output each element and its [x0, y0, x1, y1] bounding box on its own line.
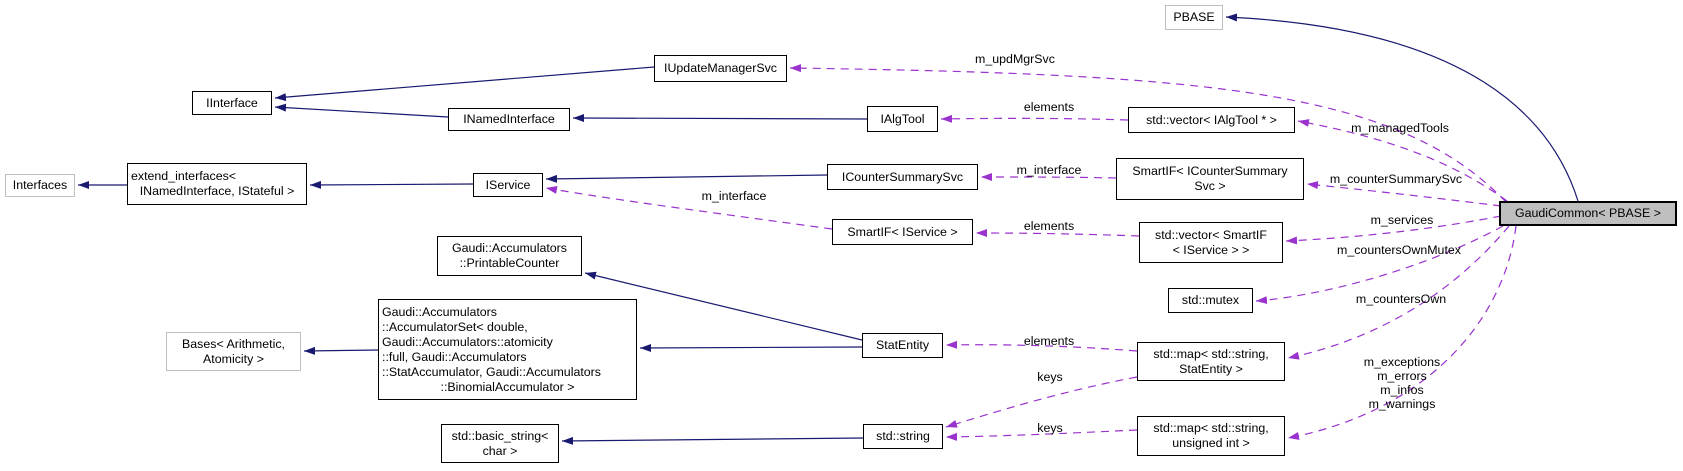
node-map-string-unsigned-line1: std::map< std::string, — [1153, 421, 1269, 435]
node-accumulatorset-line3: Gaudi::Accumulators::atomicity — [382, 334, 553, 349]
edge-label-elements-algtools: elements — [1023, 100, 1075, 114]
node-accumulatorset[interactable]: Gaudi::Accumulators ::AccumulatorSet< do… — [378, 299, 637, 400]
node-std-string[interactable]: std::string — [863, 424, 943, 449]
edge-label-keys-statentity: keys — [1037, 370, 1063, 384]
edge-label-elements-counters: elements — [1023, 334, 1075, 348]
edge-statentity-to-accumulatorset — [639, 343, 863, 352]
node-accumulatorset-line6: ::BinomialAccumulator > — [440, 379, 575, 394]
node-accumulatorset-line2: ::AccumulatorSet< double, — [382, 319, 528, 334]
edge-label-m-interface-service: m_interface — [701, 189, 767, 203]
node-extend-interfaces[interactable]: extend_interfaces< INamedInterface, ISta… — [127, 163, 307, 205]
node-extend-interfaces-line1: extend_interfaces< — [131, 169, 237, 183]
node-map-string-unsigned-line2: unsigned int > — [1172, 436, 1250, 450]
node-vector-ialgtool[interactable]: std::vector< IAlgTool * > — [1128, 107, 1295, 133]
node-accumulatorset-line4: ::full, Gaudi::Accumulators — [382, 349, 527, 364]
edge-gaudicommon-to-iupdatemanagersvc — [789, 64, 1507, 203]
node-inamedinterface[interactable]: INamedInterface — [448, 108, 570, 131]
edge-gaudicommon-to-vectorsmartif — [1285, 215, 1502, 245]
node-vector-smartif-iservice-line1: std::vector< SmartIF — [1155, 227, 1267, 242]
edge-icountersummarysvc-to-iservice — [545, 174, 828, 183]
node-bases-line1: Bases< Arithmetic, — [182, 336, 285, 351]
node-map-string-statentity-line1: std::map< std::string, — [1153, 346, 1269, 361]
node-map-string-statentity[interactable]: std::map< std::string, StatEntity > — [1137, 342, 1285, 381]
edge-label-m-interface-counter: m_interface — [1016, 163, 1082, 177]
edge-label-keys-unsigned: keys — [1037, 421, 1063, 435]
edge-inamedinterface-to-iinterface — [274, 103, 449, 118]
edge-accumulatorset-to-bases — [303, 346, 379, 355]
edge-statentity-to-printablecounter — [584, 271, 863, 341]
edge-mapstatentity-to-statentity — [945, 340, 1138, 352]
edge-label-elements-services: elements — [1023, 219, 1075, 233]
node-printablecounter-line1: Gaudi::Accumulators — [451, 241, 567, 255]
node-pbase: PBASE — [1165, 5, 1223, 30]
node-iinterface[interactable]: IInterface — [192, 91, 272, 115]
edge-gaudicommon-to-smartificss — [1306, 181, 1502, 207]
edge-label-m-countersown: m_countersOwn — [1355, 292, 1447, 306]
node-gaudicommon: GaudiCommon< PBASE > — [1499, 201, 1677, 226]
edge-vectorsmartif-to-smartifiservice — [975, 229, 1140, 238]
edge-ialgtool-to-inamedinterface — [572, 114, 868, 123]
edge-label-m-updmgrsvc: m_updMgrSvc — [975, 52, 1055, 66]
node-printablecounter[interactable]: Gaudi::Accumulators ::PrintableCounter — [437, 236, 582, 276]
edge-iupdatemanagersvc-to-iinterface — [274, 66, 655, 102]
node-bases: Bases< Arithmetic, Atomicity > — [166, 332, 301, 371]
edge-stdstring-to-basicstring — [561, 436, 864, 445]
node-vector-smartif-iservice[interactable]: std::vector< SmartIF < IService > > — [1139, 222, 1283, 263]
node-bases-line2: Atomicity > — [203, 351, 264, 366]
node-extend-interfaces-line2: INamedInterface, IStateful > — [139, 184, 295, 198]
node-accumulatorset-line1: Gaudi::Accumulators — [382, 304, 498, 319]
node-icountersummarysvc[interactable]: ICounterSummarySvc — [827, 164, 978, 190]
node-vector-smartif-iservice-line2: < IService > > — [1172, 242, 1250, 257]
node-accumulatorset-line5: ::StatAccumulator, Gaudi::Accumulators — [382, 364, 601, 379]
edge-gaudicommon-to-pbase — [1225, 13, 1579, 202]
node-iservice[interactable]: IService — [473, 173, 543, 197]
edge-smartificss-to-icountersummarysvc — [980, 173, 1117, 182]
edge-label-m-countersummarysvc: m_counterSummarySvc — [1329, 172, 1463, 186]
edge-label-m-exceptions: m_exceptions — [1363, 355, 1441, 369]
edge-label-m-services: m_services — [1370, 213, 1434, 227]
node-basic-string-line1: std::basic_string< — [451, 428, 549, 443]
edge-label-m-warnings: m_warnings — [1368, 397, 1436, 411]
edge-iservice-to-extendinterfaces — [309, 180, 474, 189]
node-smartif-icountersummarysvc[interactable]: SmartIF< ICounterSummary Svc > — [1116, 158, 1304, 200]
node-ialgtool[interactable]: IAlgTool — [867, 106, 938, 132]
edge-label-member-group: m_exceptions m_errors m_infos m_warnings — [1364, 355, 1440, 411]
node-smartif-iservice[interactable]: SmartIF< IService > — [832, 219, 973, 245]
node-map-string-statentity-line2: StatEntity > — [1179, 361, 1243, 376]
node-statentity[interactable]: StatEntity — [862, 333, 943, 358]
node-basic-string[interactable]: std::basic_string< char > — [441, 424, 559, 463]
edge-gaudicommon-to-mutex — [1255, 225, 1504, 305]
node-interfaces: Interfaces — [5, 174, 75, 197]
edge-mapstatentity-to-stdstring — [945, 376, 1138, 428]
node-map-string-unsigned[interactable]: std::map< std::string, unsigned int > — [1137, 416, 1285, 456]
edge-smartifiservice-to-iservice — [545, 185, 833, 230]
node-basic-string-line2: char > — [482, 443, 518, 458]
node-smartif-icountersummarysvc-line2: Svc > — [1194, 179, 1226, 193]
node-printablecounter-line2: ::PrintableCounter — [459, 256, 560, 270]
edge-vectorialgtool-to-ialgtool — [940, 114, 1129, 123]
edge-label-m-infos: m_infos — [1380, 383, 1424, 397]
node-iupdatemanagersvc[interactable]: IUpdateManagerSvc — [654, 55, 787, 82]
edge-label-m-countersownmutex: m_countersOwnMutex — [1337, 243, 1461, 257]
edge-gaudicommon-to-vectorialgtool — [1297, 119, 1508, 202]
edge-gaudicommon-to-mapstatentity — [1287, 225, 1510, 360]
edge-label-m-managedtools: m_managedTools — [1351, 121, 1449, 135]
edge-gaudicommon-to-mapunsigned — [1287, 225, 1517, 440]
edge-label-m-errors: m_errors — [1377, 369, 1427, 383]
node-smartif-icountersummarysvc-line1: SmartIF< ICounterSummary — [1132, 164, 1288, 178]
node-mutex[interactable]: std::mutex — [1168, 288, 1253, 313]
